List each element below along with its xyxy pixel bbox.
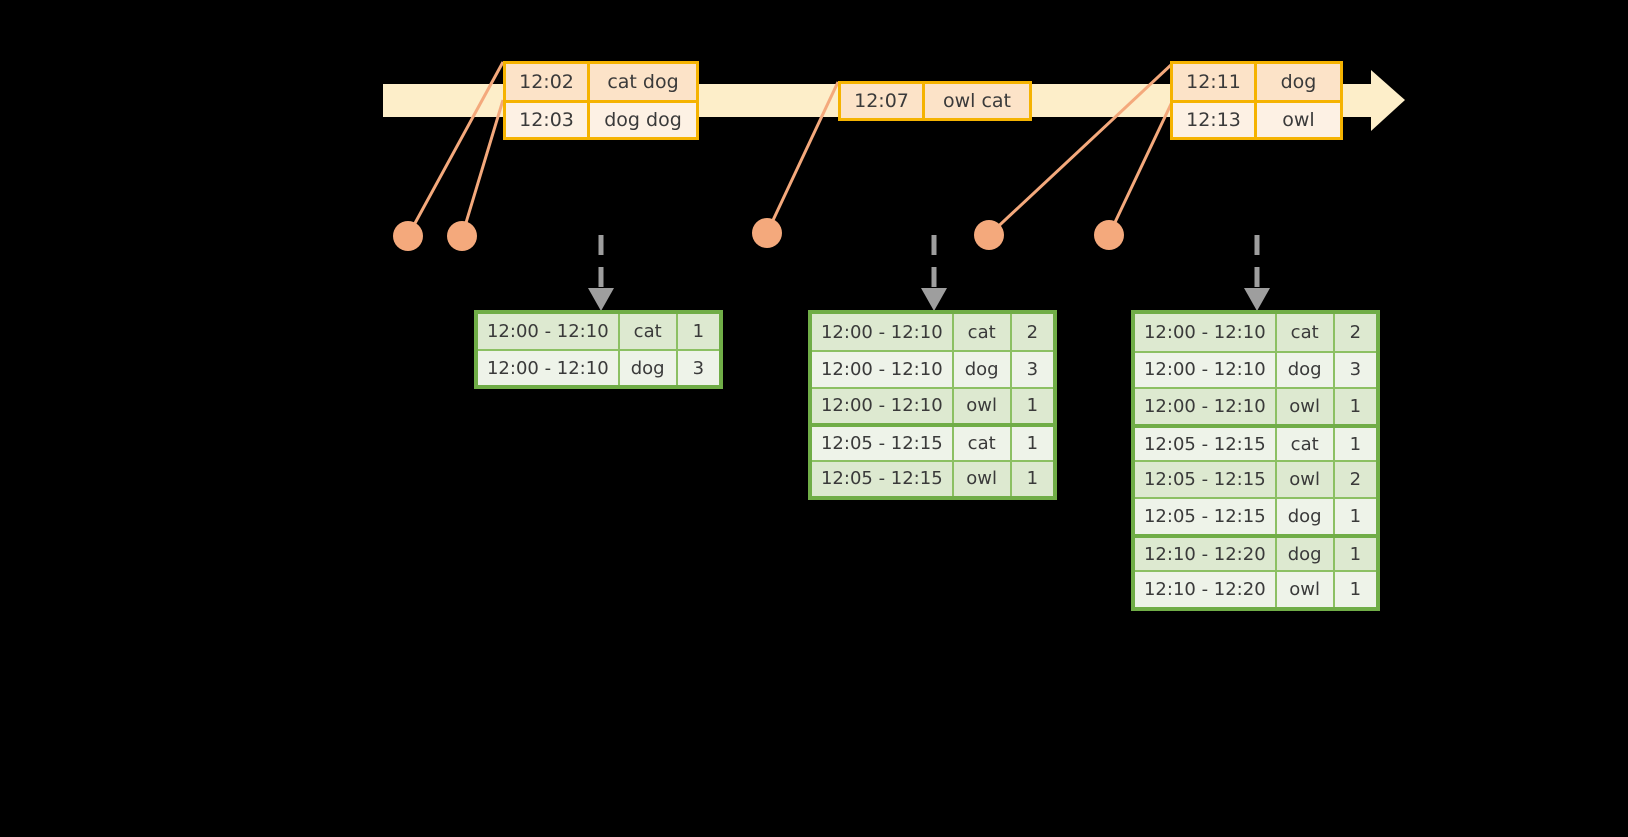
cell-count: 1 (1349, 433, 1362, 455)
table-row: 12:05 - 12:15 owl 2 (1135, 460, 1376, 498)
event-dot-3 (752, 218, 782, 248)
cell-window: 12:00 - 12:10 (478, 351, 620, 385)
table-row: 12:00 - 12:10 cat 1 (478, 314, 719, 350)
event-words: owl cat (942, 90, 1012, 112)
event-words: owl (1282, 109, 1315, 132)
table-row: 12:00 - 12:10 dog 3 (812, 350, 1053, 387)
connector-line-3 (765, 81, 840, 234)
table-row: 12:00 - 12:10 dog 3 (1135, 350, 1376, 388)
event-group-3: 12:11 dog 12:13 owl (1170, 61, 1343, 140)
cell-word: dog (620, 351, 678, 385)
cell-count: 1 (1026, 432, 1039, 454)
cell-word: cat (954, 314, 1012, 351)
dashed-arrow-3 (1244, 235, 1270, 311)
cell-window: 12:00 - 12:10 (1135, 352, 1277, 388)
event-time: 12:11 (1173, 64, 1257, 101)
cell-word: owl (1277, 462, 1335, 498)
table-row: 12:10 - 12:20 owl 1 (1135, 570, 1376, 608)
cell-count: 1 (1349, 505, 1362, 527)
cell-window: 12:05 - 12:15 (812, 461, 954, 497)
cell-window: 12:00 - 12:10 (812, 314, 954, 351)
event-row: 12:13 owl (1173, 100, 1340, 137)
table-row: 12:00 - 12:10 owl 1 (812, 386, 1053, 424)
result-table-3: 12:00 - 12:10 cat 2 12:00 - 12:10 dog 3 … (1131, 310, 1380, 611)
cell-window: 12:00 - 12:10 (812, 388, 954, 424)
table-row: 12:05 - 12:15 dog 1 (1135, 497, 1376, 534)
connector-line-5 (1107, 101, 1174, 236)
cell-window: 12:05 - 12:15 (1135, 462, 1277, 498)
cell-word: cat (954, 427, 1012, 460)
event-dot-4 (974, 220, 1004, 250)
event-row: 12:02 cat dog (506, 64, 696, 101)
cell-count: 1 (1026, 395, 1039, 417)
connector-line-2 (460, 99, 505, 237)
cell-word: owl (1277, 389, 1335, 424)
dashed-arrow-1 (588, 235, 614, 311)
cell-count: 3 (1026, 359, 1039, 381)
table-row: 12:05 - 12:15 cat 1 (812, 423, 1053, 460)
cell-count: 2 (1349, 321, 1362, 343)
cell-window: 12:05 - 12:15 (1135, 499, 1277, 534)
cell-window: 12:00 - 12:10 (478, 314, 620, 350)
cell-word: dog (954, 352, 1012, 387)
cell-window: 12:10 - 12:20 (1135, 572, 1277, 608)
table-row: 12:05 - 12:15 cat 1 (1135, 423, 1376, 461)
event-dot-5 (1094, 220, 1124, 250)
event-dot-1 (393, 221, 423, 251)
event-row: 12:11 dog (1173, 64, 1340, 101)
cell-word: owl (954, 388, 1012, 424)
event-group-2: 12:07 owl cat (838, 81, 1032, 121)
cell-count: 1 (692, 321, 705, 343)
table-row: 12:10 - 12:20 dog 1 (1135, 533, 1376, 571)
cell-count: 2 (1026, 321, 1039, 343)
event-time: 12:02 (506, 64, 590, 101)
cell-count: 1 (1349, 543, 1362, 565)
event-time: 12:03 (506, 103, 590, 137)
dashed-arrow-2 (921, 235, 947, 311)
cell-word: dog (1277, 499, 1335, 534)
event-words: dog dog (604, 109, 682, 132)
timeline-arrowhead (1371, 70, 1405, 131)
result-table-1: 12:00 - 12:10 cat 1 12:00 - 12:10 dog 3 (474, 310, 723, 389)
cell-count: 1 (1349, 396, 1362, 417)
cell-word: cat (620, 314, 678, 350)
event-time: 12:07 (841, 84, 925, 118)
cell-window: 12:05 - 12:15 (812, 427, 954, 460)
cell-count: 2 (1349, 469, 1362, 491)
cell-word: dog (1277, 537, 1335, 571)
event-dot-2 (447, 221, 477, 251)
table-row: 12:00 - 12:10 dog 3 (478, 349, 719, 385)
cell-count: 3 (1349, 359, 1362, 381)
table-row: 12:00 - 12:10 cat 2 (1135, 314, 1376, 351)
cell-window: 12:00 - 12:10 (812, 352, 954, 387)
cell-word: dog (1277, 352, 1335, 388)
cell-word: cat (1277, 314, 1335, 351)
cell-word: owl (954, 461, 1012, 497)
table-row: 12:00 - 12:10 owl 1 (1135, 387, 1376, 424)
event-group-1: 12:02 cat dog 12:03 dog dog (503, 61, 699, 140)
cell-count: 1 (1026, 468, 1039, 490)
cell-window: 12:05 - 12:15 (1135, 427, 1277, 461)
table-row: 12:05 - 12:15 owl 1 (812, 459, 1053, 497)
event-words: dog (1280, 71, 1317, 94)
result-table-2: 12:00 - 12:10 cat 2 12:00 - 12:10 dog 3 … (808, 310, 1057, 500)
event-row: 12:03 dog dog (506, 100, 696, 137)
cell-word: owl (1277, 572, 1335, 608)
event-words: cat dog (607, 71, 679, 94)
cell-count: 1 (1349, 579, 1362, 601)
event-time: 12:13 (1173, 103, 1257, 137)
table-row: 12:00 - 12:10 cat 2 (812, 314, 1053, 351)
cell-window: 12:00 - 12:10 (1135, 389, 1277, 424)
cell-window: 12:00 - 12:10 (1135, 314, 1277, 351)
event-row: 12:07 owl cat (841, 84, 1029, 118)
cell-window: 12:10 - 12:20 (1135, 537, 1277, 571)
connector-line-1 (406, 61, 505, 237)
cell-count: 3 (692, 357, 705, 379)
cell-word: cat (1277, 427, 1335, 461)
